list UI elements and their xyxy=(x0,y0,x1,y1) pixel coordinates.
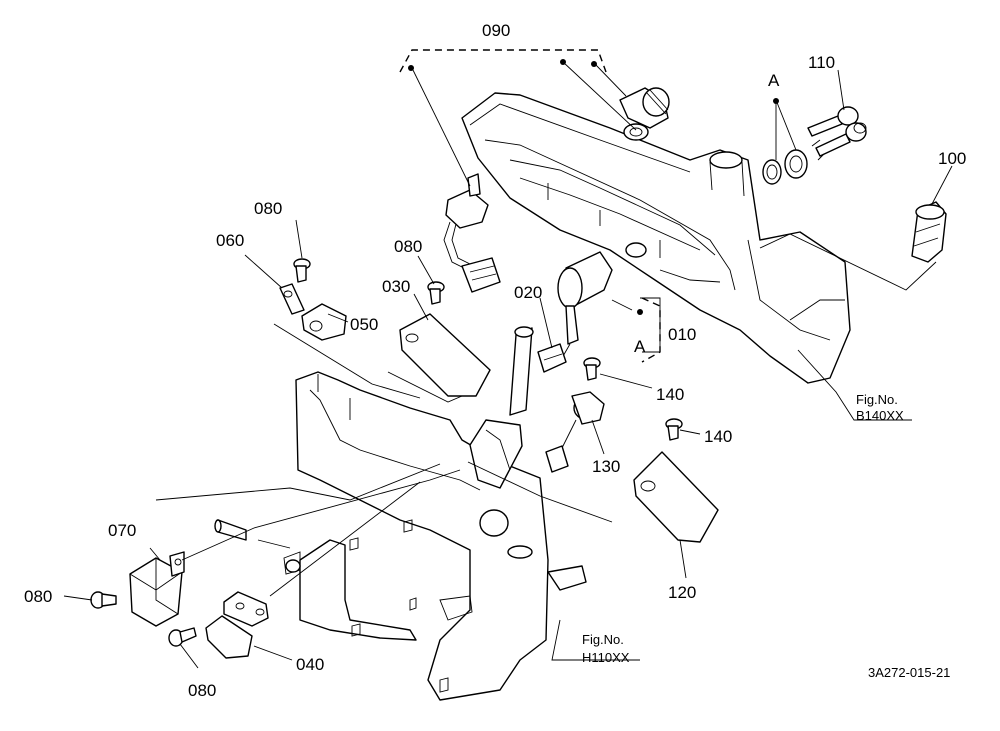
label-050: 050 xyxy=(350,315,378,334)
leader-lines xyxy=(63,61,953,669)
part-110-keys xyxy=(807,106,867,161)
part-020-connector xyxy=(537,343,567,373)
label-120: 120 xyxy=(668,583,696,602)
label-040: 040 xyxy=(296,655,324,674)
label-080-b: 080 xyxy=(394,237,422,256)
leader-dots xyxy=(408,59,779,315)
label-group-a-top: A xyxy=(768,71,780,90)
fig-ref-panel-code: B140XX xyxy=(856,408,904,423)
part-010-buzzer xyxy=(557,251,613,359)
part-040-bracket xyxy=(205,591,269,659)
label-130: 130 xyxy=(592,457,620,476)
label-140-a: 140 xyxy=(656,385,684,404)
part-120-cover xyxy=(633,451,719,543)
label-080-c: 080 xyxy=(24,587,52,606)
bolt-140-b xyxy=(665,418,683,441)
label-140-b: 140 xyxy=(704,427,732,446)
label-070: 070 xyxy=(108,521,136,540)
label-group-a-side: A xyxy=(634,337,646,356)
label-100: 100 xyxy=(938,149,966,168)
figure-ref-frame: Fig.No. H110XX xyxy=(582,632,630,665)
callout-labels: 090 110 A 100 080 060 080 030 020 050 01… xyxy=(24,21,966,700)
bolt-080-b xyxy=(427,281,445,305)
bolt-140-a xyxy=(583,357,601,381)
fig-ref-panel-title: Fig.No. xyxy=(856,392,898,407)
part-090-switch-assembly xyxy=(399,49,670,293)
label-080-a: 080 xyxy=(254,199,282,218)
label-020: 020 xyxy=(514,283,542,302)
drawing-number: 3A272-015-21 xyxy=(868,665,950,680)
part-060-bracket xyxy=(279,283,305,315)
part-130-sensor xyxy=(545,391,605,473)
part-050-relay xyxy=(301,303,347,341)
bolt-080-d xyxy=(168,627,197,647)
part-group-a-rings xyxy=(762,149,808,185)
label-110: 110 xyxy=(808,53,835,72)
bolt-080-a xyxy=(293,258,311,283)
part-030-cover xyxy=(399,313,491,397)
shaft-pin xyxy=(214,519,247,541)
figure-ref-panel: Fig.No. B140XX xyxy=(856,392,904,423)
fig-ref-frame-code: H110XX xyxy=(582,650,630,665)
label-060: 060 xyxy=(216,231,244,250)
part-100-switch xyxy=(911,201,947,263)
label-080-d: 080 xyxy=(188,681,216,700)
part-070-relay xyxy=(129,551,185,627)
fig-ref-frame-title: Fig.No. xyxy=(582,632,624,647)
label-090: 090 xyxy=(482,21,510,40)
instrument-panel xyxy=(461,92,851,384)
bolt-080-c xyxy=(90,591,117,609)
main-frame xyxy=(257,326,587,701)
label-030: 030 xyxy=(382,277,410,296)
label-010: 010 xyxy=(668,325,696,344)
